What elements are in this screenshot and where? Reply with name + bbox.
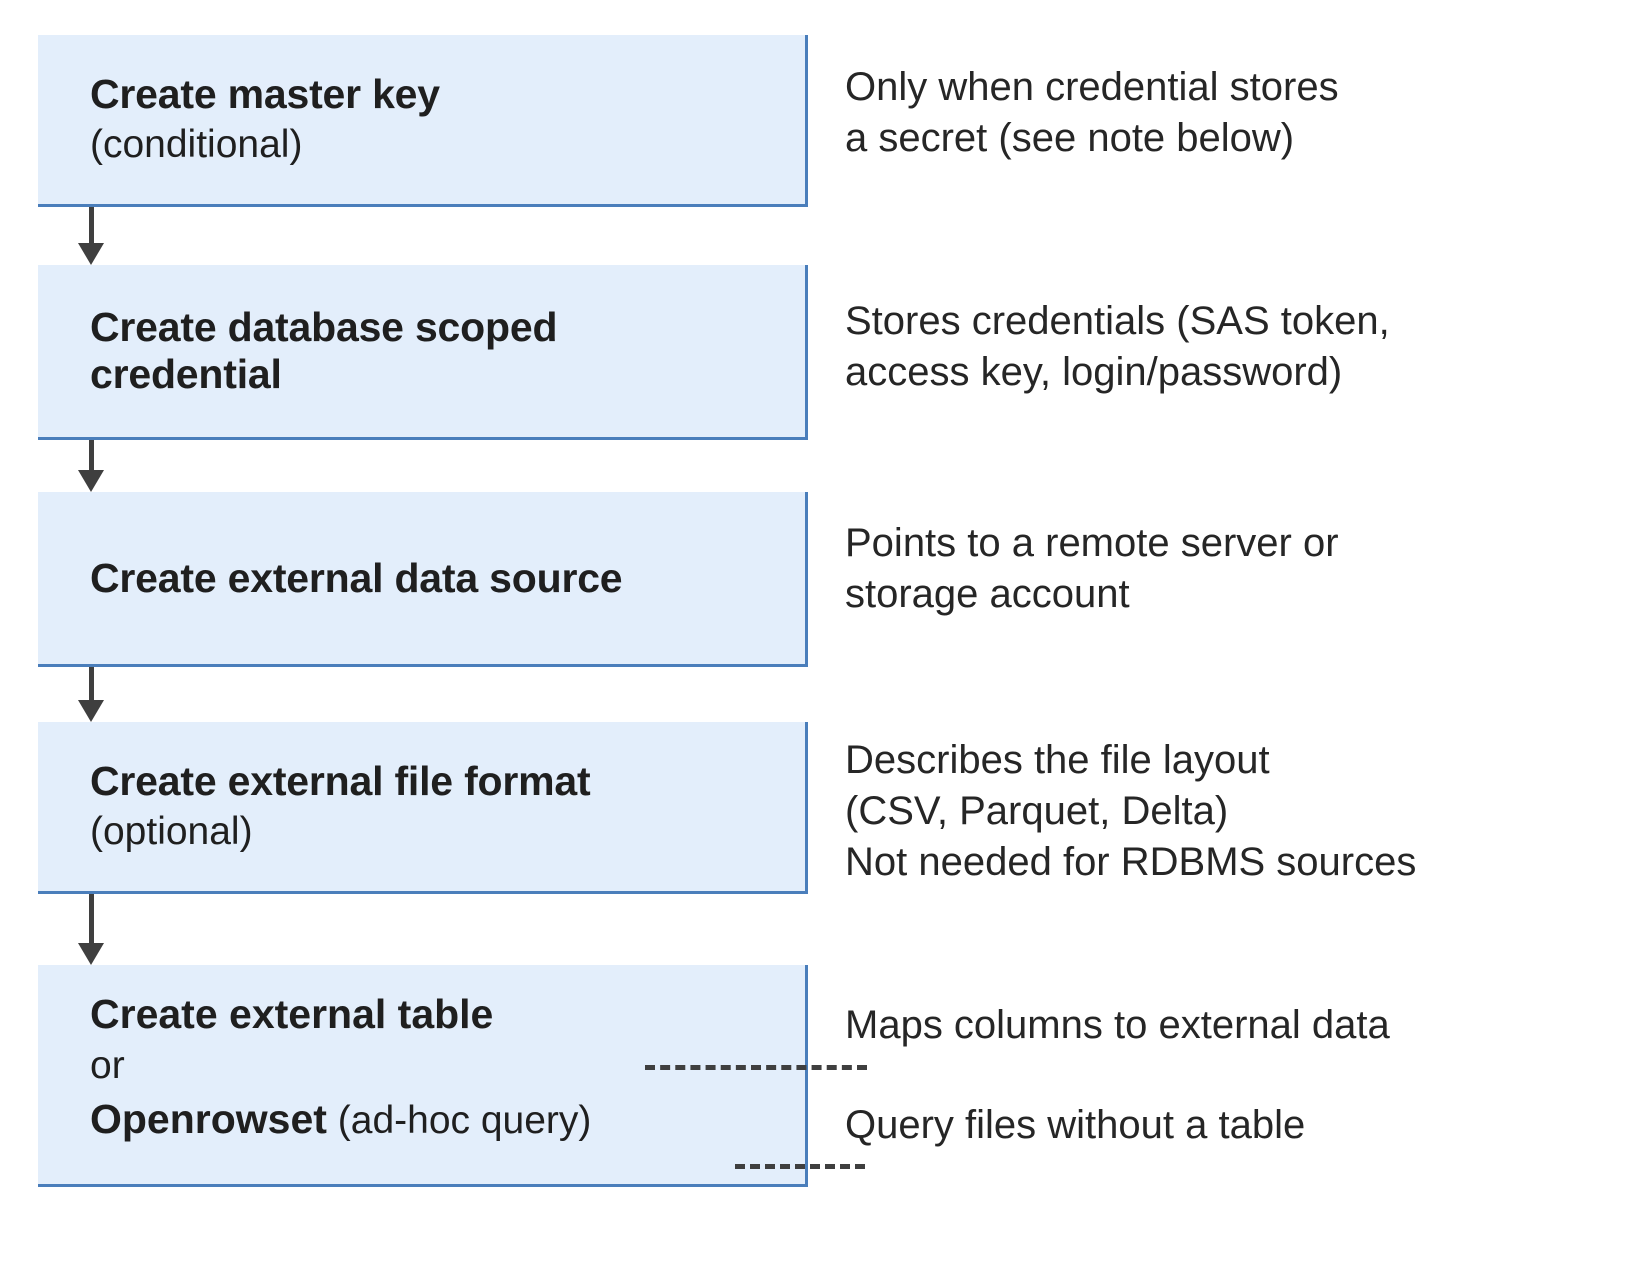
arrow-head: [78, 470, 104, 492]
step-subtitle: (conditional): [90, 122, 303, 166]
arrow-head: [78, 700, 104, 722]
arrow-head: [78, 243, 104, 265]
note-external-table: Maps columns to external data: [845, 1003, 1390, 1047]
step-box-create-external-file-format[interactable]: Create external file format (optional): [38, 722, 808, 894]
arrow-shaft: [89, 207, 94, 245]
note-openrowset: Query files without a table: [845, 1103, 1306, 1147]
flow-arrow-down-icon: [78, 440, 104, 492]
note-create-external-file-format: Describes the file layout (CSV, Parquet,…: [845, 738, 1417, 885]
flow-arrow-down-icon: [78, 207, 104, 265]
flow-arrow-down-icon: [78, 894, 104, 965]
step-title: Create external data source: [90, 554, 623, 601]
dashed-connector-external-table: [645, 1065, 867, 1070]
step-title-external-table: Create external table: [90, 987, 787, 1041]
step-box-create-master-key[interactable]: Create master key (conditional): [38, 35, 808, 207]
dashed-connector-openrowset: [735, 1164, 865, 1169]
openrowset-label: Openrowset: [90, 1095, 327, 1142]
note-create-database-scoped-credential: Stores credentials (SAS token, access ke…: [845, 299, 1390, 395]
openrowset-qualifier: (ad-hoc query): [326, 1098, 592, 1142]
arrow-shaft: [89, 894, 94, 945]
step-title: Create database scoped credential: [90, 304, 558, 397]
or-separator-label: or: [90, 1044, 125, 1088]
arrow-shaft: [89, 440, 94, 472]
note-create-master-key: Only when credential stores a secret (se…: [845, 65, 1339, 161]
flow-arrow-down-icon: [78, 667, 104, 722]
external-table-label: Create external table: [90, 991, 494, 1037]
step-subtitle: (optional): [90, 809, 253, 853]
step-title: Create external file format: [90, 758, 591, 805]
step-box-create-external-data-source[interactable]: Create external data source: [38, 492, 808, 667]
step-box-create-external-table-or-openrowset[interactable]: Create external table or Openrowset (ad-…: [38, 965, 808, 1187]
step-title-openrowset: Openrowset (ad-hoc query): [90, 1092, 787, 1146]
arrow-head: [78, 943, 104, 965]
step-title: Create master key: [90, 71, 440, 118]
note-create-external-data-source: Points to a remote server or storage acc…: [845, 521, 1339, 617]
step-box-create-database-scoped-credential[interactable]: Create database scoped credential: [38, 265, 808, 440]
arrow-shaft: [89, 667, 94, 702]
